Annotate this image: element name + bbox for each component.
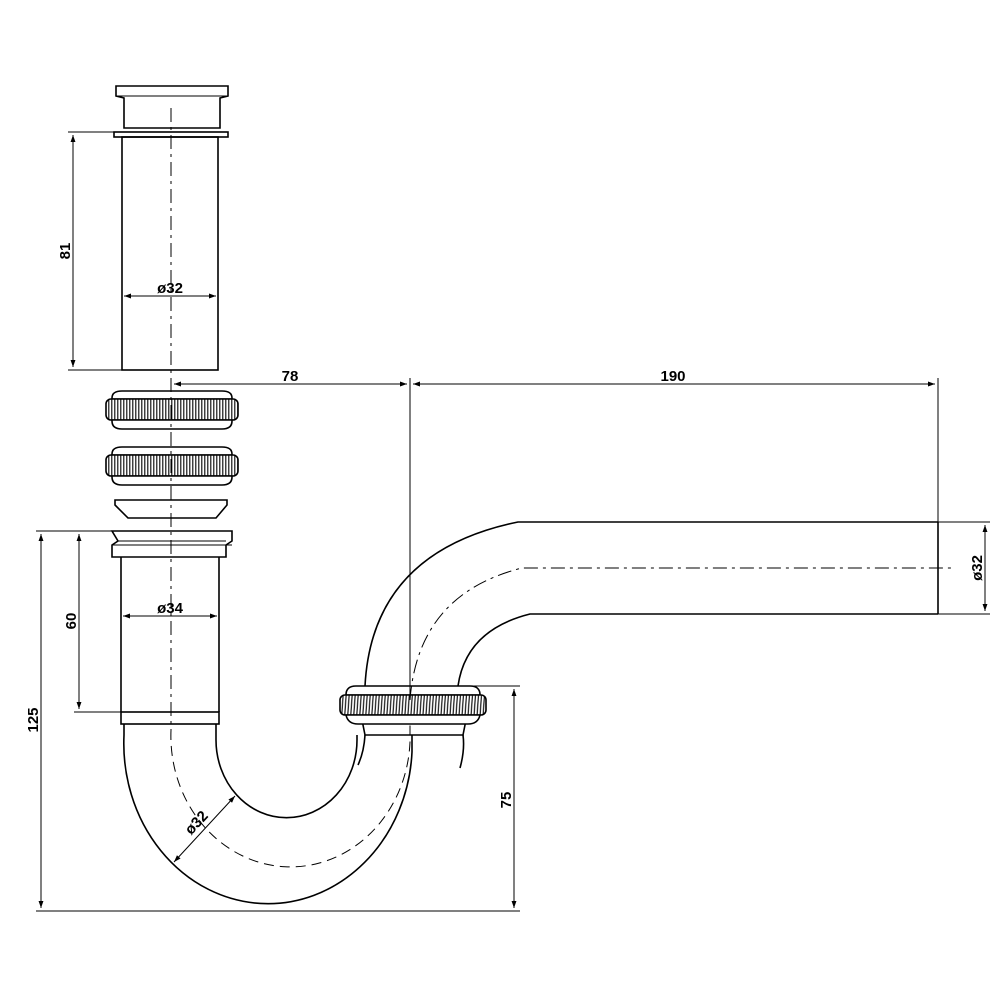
dim-center-offset: 78	[282, 368, 299, 385]
trap-body	[110, 530, 467, 905]
tailpiece-tube	[121, 136, 219, 371]
trap-nut	[339, 685, 487, 725]
inlet-socket	[110, 530, 233, 558]
dim-total-height: 125	[25, 707, 42, 732]
dim-bend-diameter: ø32	[182, 808, 212, 839]
upper-nut	[105, 390, 239, 430]
arm-outer	[364, 521, 938, 687]
center-lines	[170, 108, 955, 868]
arm-inner	[457, 613, 938, 687]
dim-trap-inlet-length: 60	[63, 613, 80, 630]
j-bend-outer	[123, 724, 413, 905]
outlet-arm	[364, 521, 939, 687]
cone-washer	[114, 499, 228, 519]
dim-arm-length: 190	[660, 368, 685, 385]
dim-arm-diameter: ø32	[969, 555, 986, 581]
lower-nut	[105, 446, 239, 486]
dim-tailpiece-diameter: ø32	[157, 280, 183, 297]
dimension-lines	[36, 131, 990, 912]
dim-trap-inlet-diameter: ø34	[157, 600, 184, 617]
j-bend-inner	[215, 724, 358, 819]
dim-tailpiece-length: 81	[57, 243, 74, 260]
dim-outlet-height: 75	[498, 792, 515, 809]
tailpiece-cap	[115, 85, 229, 129]
